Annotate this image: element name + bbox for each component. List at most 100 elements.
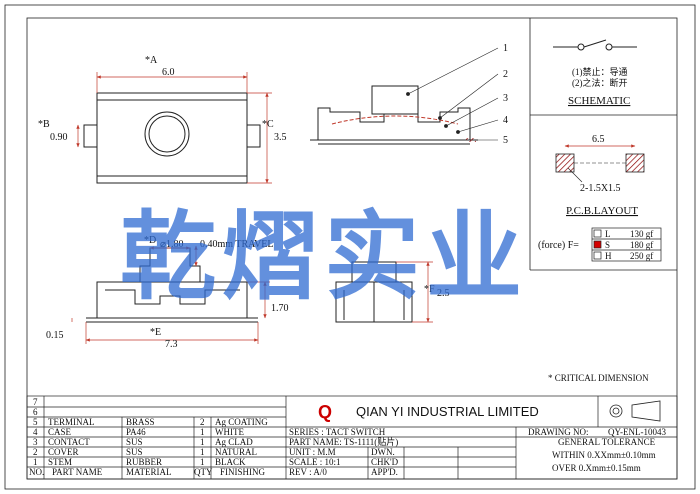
bom-header-qty: QTY bbox=[194, 467, 213, 477]
company-logo: Q bbox=[318, 402, 332, 422]
front-view-dimensions bbox=[71, 245, 270, 344]
pcb-pad-right bbox=[625, 153, 645, 173]
pcb-layout bbox=[555, 144, 645, 183]
force-code-h: H bbox=[605, 251, 612, 261]
dim-b-value: 0.90 bbox=[50, 132, 68, 143]
bom-header-finish: FINISHING bbox=[220, 467, 266, 477]
tolerance-line-2: OVER 0.Xmm±0.15mm bbox=[552, 463, 641, 473]
front-view bbox=[86, 247, 258, 323]
chkd-field: CHK'D bbox=[371, 457, 399, 467]
dim-b-label: *B bbox=[38, 119, 50, 130]
force-checkbox-s bbox=[593, 240, 602, 249]
dim-f-label: *F bbox=[424, 284, 435, 295]
dim-a-value: 6.0 bbox=[162, 67, 175, 78]
force-checkbox-h bbox=[593, 251, 602, 260]
force-option-l: L 130 gf bbox=[593, 229, 653, 239]
top-view-stem-inner bbox=[148, 115, 186, 153]
bom-row-4-no: 4 bbox=[33, 427, 38, 437]
schematic-node-right bbox=[605, 43, 613, 51]
force-code-l: L bbox=[605, 229, 611, 239]
company-header: Q QIAN YI INDUSTRIAL LIMITED bbox=[318, 402, 539, 422]
bom-row-2-no: 2 bbox=[33, 447, 38, 457]
bom-row-3-finish: Ag CLAD bbox=[215, 437, 253, 447]
callout-leaders bbox=[406, 47, 499, 141]
force-table-frame bbox=[591, 227, 662, 262]
dim-f-value: 2.5 bbox=[437, 288, 450, 299]
top-view-body bbox=[96, 92, 248, 184]
schematic-title: SCHEMATIC bbox=[568, 95, 630, 107]
top-view-stem-outer bbox=[144, 111, 190, 157]
sheet-border-outer bbox=[4, 4, 696, 490]
force-value-l: 130 gf bbox=[630, 229, 653, 239]
bom-row-1-no: 1 bbox=[33, 457, 38, 467]
bom-row-4-qty: 1 bbox=[200, 427, 205, 437]
dim-c-value: 3.5 bbox=[274, 132, 287, 143]
callout-leader-2 bbox=[439, 73, 499, 119]
schematic-node-left bbox=[577, 43, 585, 51]
drawing-no-value: QY-ENL-10043 bbox=[608, 427, 666, 437]
bom-table-grid bbox=[26, 395, 678, 480]
side-view bbox=[335, 261, 413, 323]
dim-a-label: *A bbox=[145, 55, 158, 66]
dim-base-value: 0.15 bbox=[46, 330, 64, 341]
bom-row-2-qty: 1 bbox=[200, 447, 205, 457]
series-field: SERIES : TACT SWITCH bbox=[289, 427, 386, 437]
bom-row-6-no: 6 bbox=[33, 407, 38, 417]
front-view-stem bbox=[139, 247, 201, 283]
rev-field: REV : A/0 bbox=[289, 467, 327, 477]
bom-row-5-material: BRASS bbox=[126, 417, 155, 427]
pcb-pad-value: 2-1.5X1.5 bbox=[580, 183, 621, 194]
dim-d-value: ⌀1.80 bbox=[160, 239, 184, 250]
callout-5: 5 bbox=[503, 135, 508, 146]
bom-row-5-finish: Ag COATING bbox=[215, 417, 268, 427]
force-code-s: S bbox=[605, 240, 610, 250]
pcb-pad-left bbox=[555, 153, 575, 173]
dim-travel-label: 0.40mm TRAVEL bbox=[200, 239, 274, 250]
force-option-s: S 180 gf bbox=[593, 240, 653, 250]
pcb-width-value: 6.5 bbox=[592, 134, 605, 145]
tolerance-line-1: WITHIN 0.XXmm±0.10mm bbox=[552, 450, 656, 460]
callout-dot-2 bbox=[438, 116, 442, 120]
pcb-title: P.C.B.LAYOUT bbox=[566, 205, 638, 217]
schematic-note-2: (2)之法：断开 bbox=[572, 77, 628, 88]
bom-row-3-no: 3 bbox=[33, 437, 38, 447]
force-checkbox-l bbox=[593, 229, 602, 238]
top-view-left-terminal bbox=[83, 124, 98, 148]
bom-header-no: NO. bbox=[29, 467, 44, 477]
dim-e-value: 7.3 bbox=[165, 339, 178, 350]
bom-row-2-name: COVER bbox=[48, 447, 79, 457]
bom-row-1-qty: 1 bbox=[200, 457, 205, 467]
projection-circle-outer bbox=[609, 404, 623, 418]
bom-row-3-name: CONTACT bbox=[48, 437, 90, 447]
top-view bbox=[83, 92, 261, 184]
callout-dot-4 bbox=[456, 130, 460, 134]
part-name-field: PART NAME: TS-1111(贴片) bbox=[289, 436, 398, 447]
force-option-h: H 250 gf bbox=[593, 251, 653, 261]
bom-row-3-qty: 1 bbox=[200, 437, 205, 447]
dim-c-label: *C bbox=[262, 119, 274, 130]
bom-row-3-material: SUS bbox=[126, 437, 143, 447]
callout-dot-3 bbox=[444, 124, 448, 128]
bom-header-name: PART NAME bbox=[52, 467, 103, 477]
section-view bbox=[310, 85, 478, 145]
section-contact-dome bbox=[331, 115, 459, 125]
dim-d-label: *D bbox=[144, 235, 156, 246]
force-label: (force) F= bbox=[538, 240, 579, 251]
top-view-right-terminal bbox=[246, 124, 261, 148]
bom-row-1-name: STEM bbox=[48, 457, 72, 467]
front-view-inner bbox=[105, 289, 240, 305]
force-value-s: 180 gf bbox=[630, 240, 653, 250]
callout-leader-4 bbox=[457, 119, 499, 133]
bom-row-5-no: 5 bbox=[33, 417, 38, 427]
bom-row-2-finish: NATURAL bbox=[215, 447, 257, 457]
section-stem bbox=[371, 85, 419, 115]
schematic-symbol bbox=[553, 39, 637, 51]
unit-field: UNIT : M.M bbox=[289, 447, 336, 457]
callout-3: 3 bbox=[503, 93, 508, 104]
callout-2: 2 bbox=[503, 69, 508, 80]
callout-1: 1 bbox=[503, 43, 508, 54]
bom-row-4-material: PA46 bbox=[126, 427, 146, 437]
callout-leader-1 bbox=[407, 47, 499, 95]
schematic-note-1: (1)禁止：导通 bbox=[572, 66, 628, 77]
